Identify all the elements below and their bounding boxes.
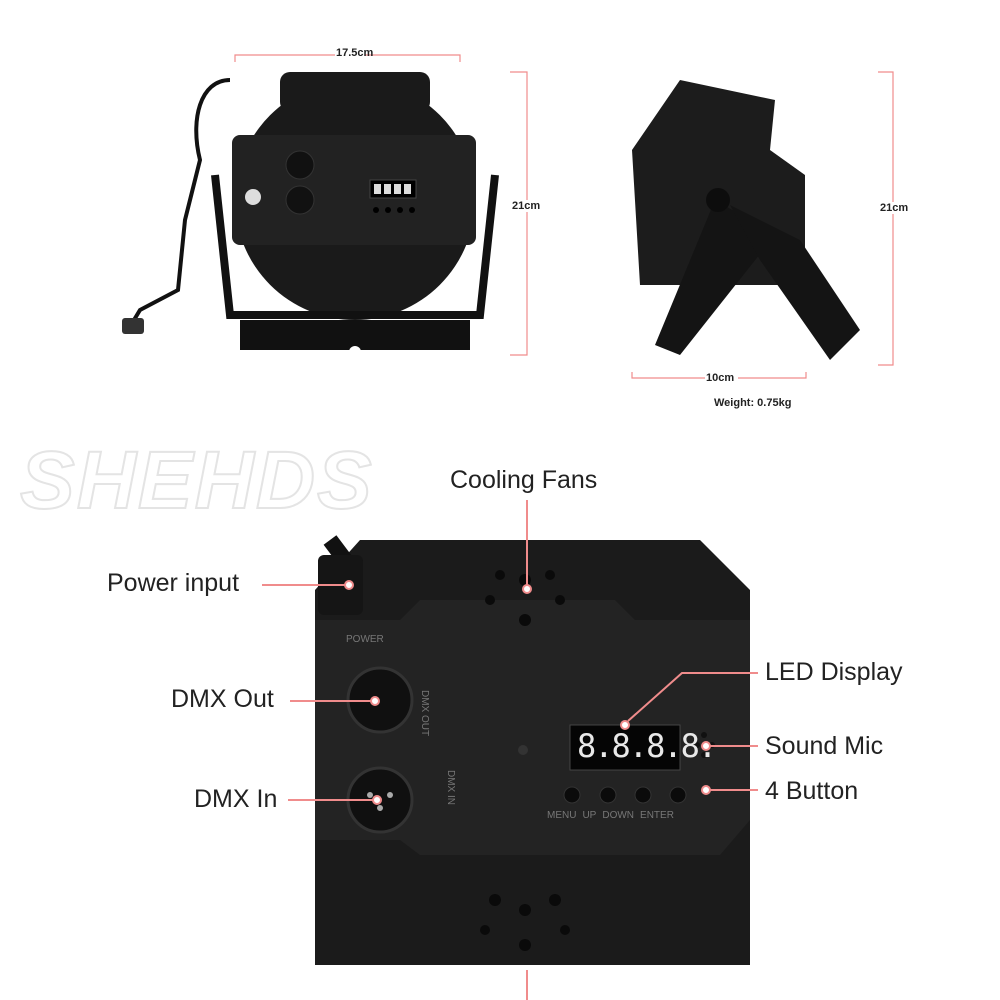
dmx-out-label: DMX Out — [171, 685, 274, 713]
down-button-label: DOWN — [602, 810, 635, 821]
power-port-label: POWER — [346, 634, 384, 645]
dmx-in-port-label: DMX IN — [445, 770, 456, 805]
panel-closeup — [315, 535, 750, 965]
width-label: 17.5cm — [336, 47, 374, 59]
cooling-fans-label: Cooling Fans — [450, 466, 598, 494]
led-display-readout: 8.8.8.8. — [577, 727, 717, 765]
led-display-label: LED Display — [765, 658, 903, 686]
dmx-out-port-label: DMX OUT — [419, 690, 430, 737]
watermark-logo: SHEHDS — [19, 435, 374, 526]
button-labels: MENU UP DOWN ENTER — [547, 810, 674, 821]
callout-lines — [262, 500, 758, 1000]
menu-button-label: MENU — [547, 810, 577, 821]
depth-label: 10cm — [706, 372, 735, 384]
device-side-view — [632, 80, 860, 360]
weight-label: Weight: 0.75kg — [714, 397, 792, 409]
dimension-lines — [234, 54, 894, 379]
sound-mic-label: Sound Mic — [765, 732, 884, 760]
side-height-label: 21cm — [880, 202, 909, 214]
device-back-view — [122, 72, 499, 358]
height-label: 21cm — [512, 200, 541, 212]
four-button-label: 4 Button — [765, 777, 859, 805]
up-button-label: UP — [582, 810, 597, 821]
dmx-in-label: DMX In — [194, 785, 278, 813]
enter-button-label: ENTER — [640, 810, 674, 821]
power-input-label: Power input — [107, 569, 240, 597]
